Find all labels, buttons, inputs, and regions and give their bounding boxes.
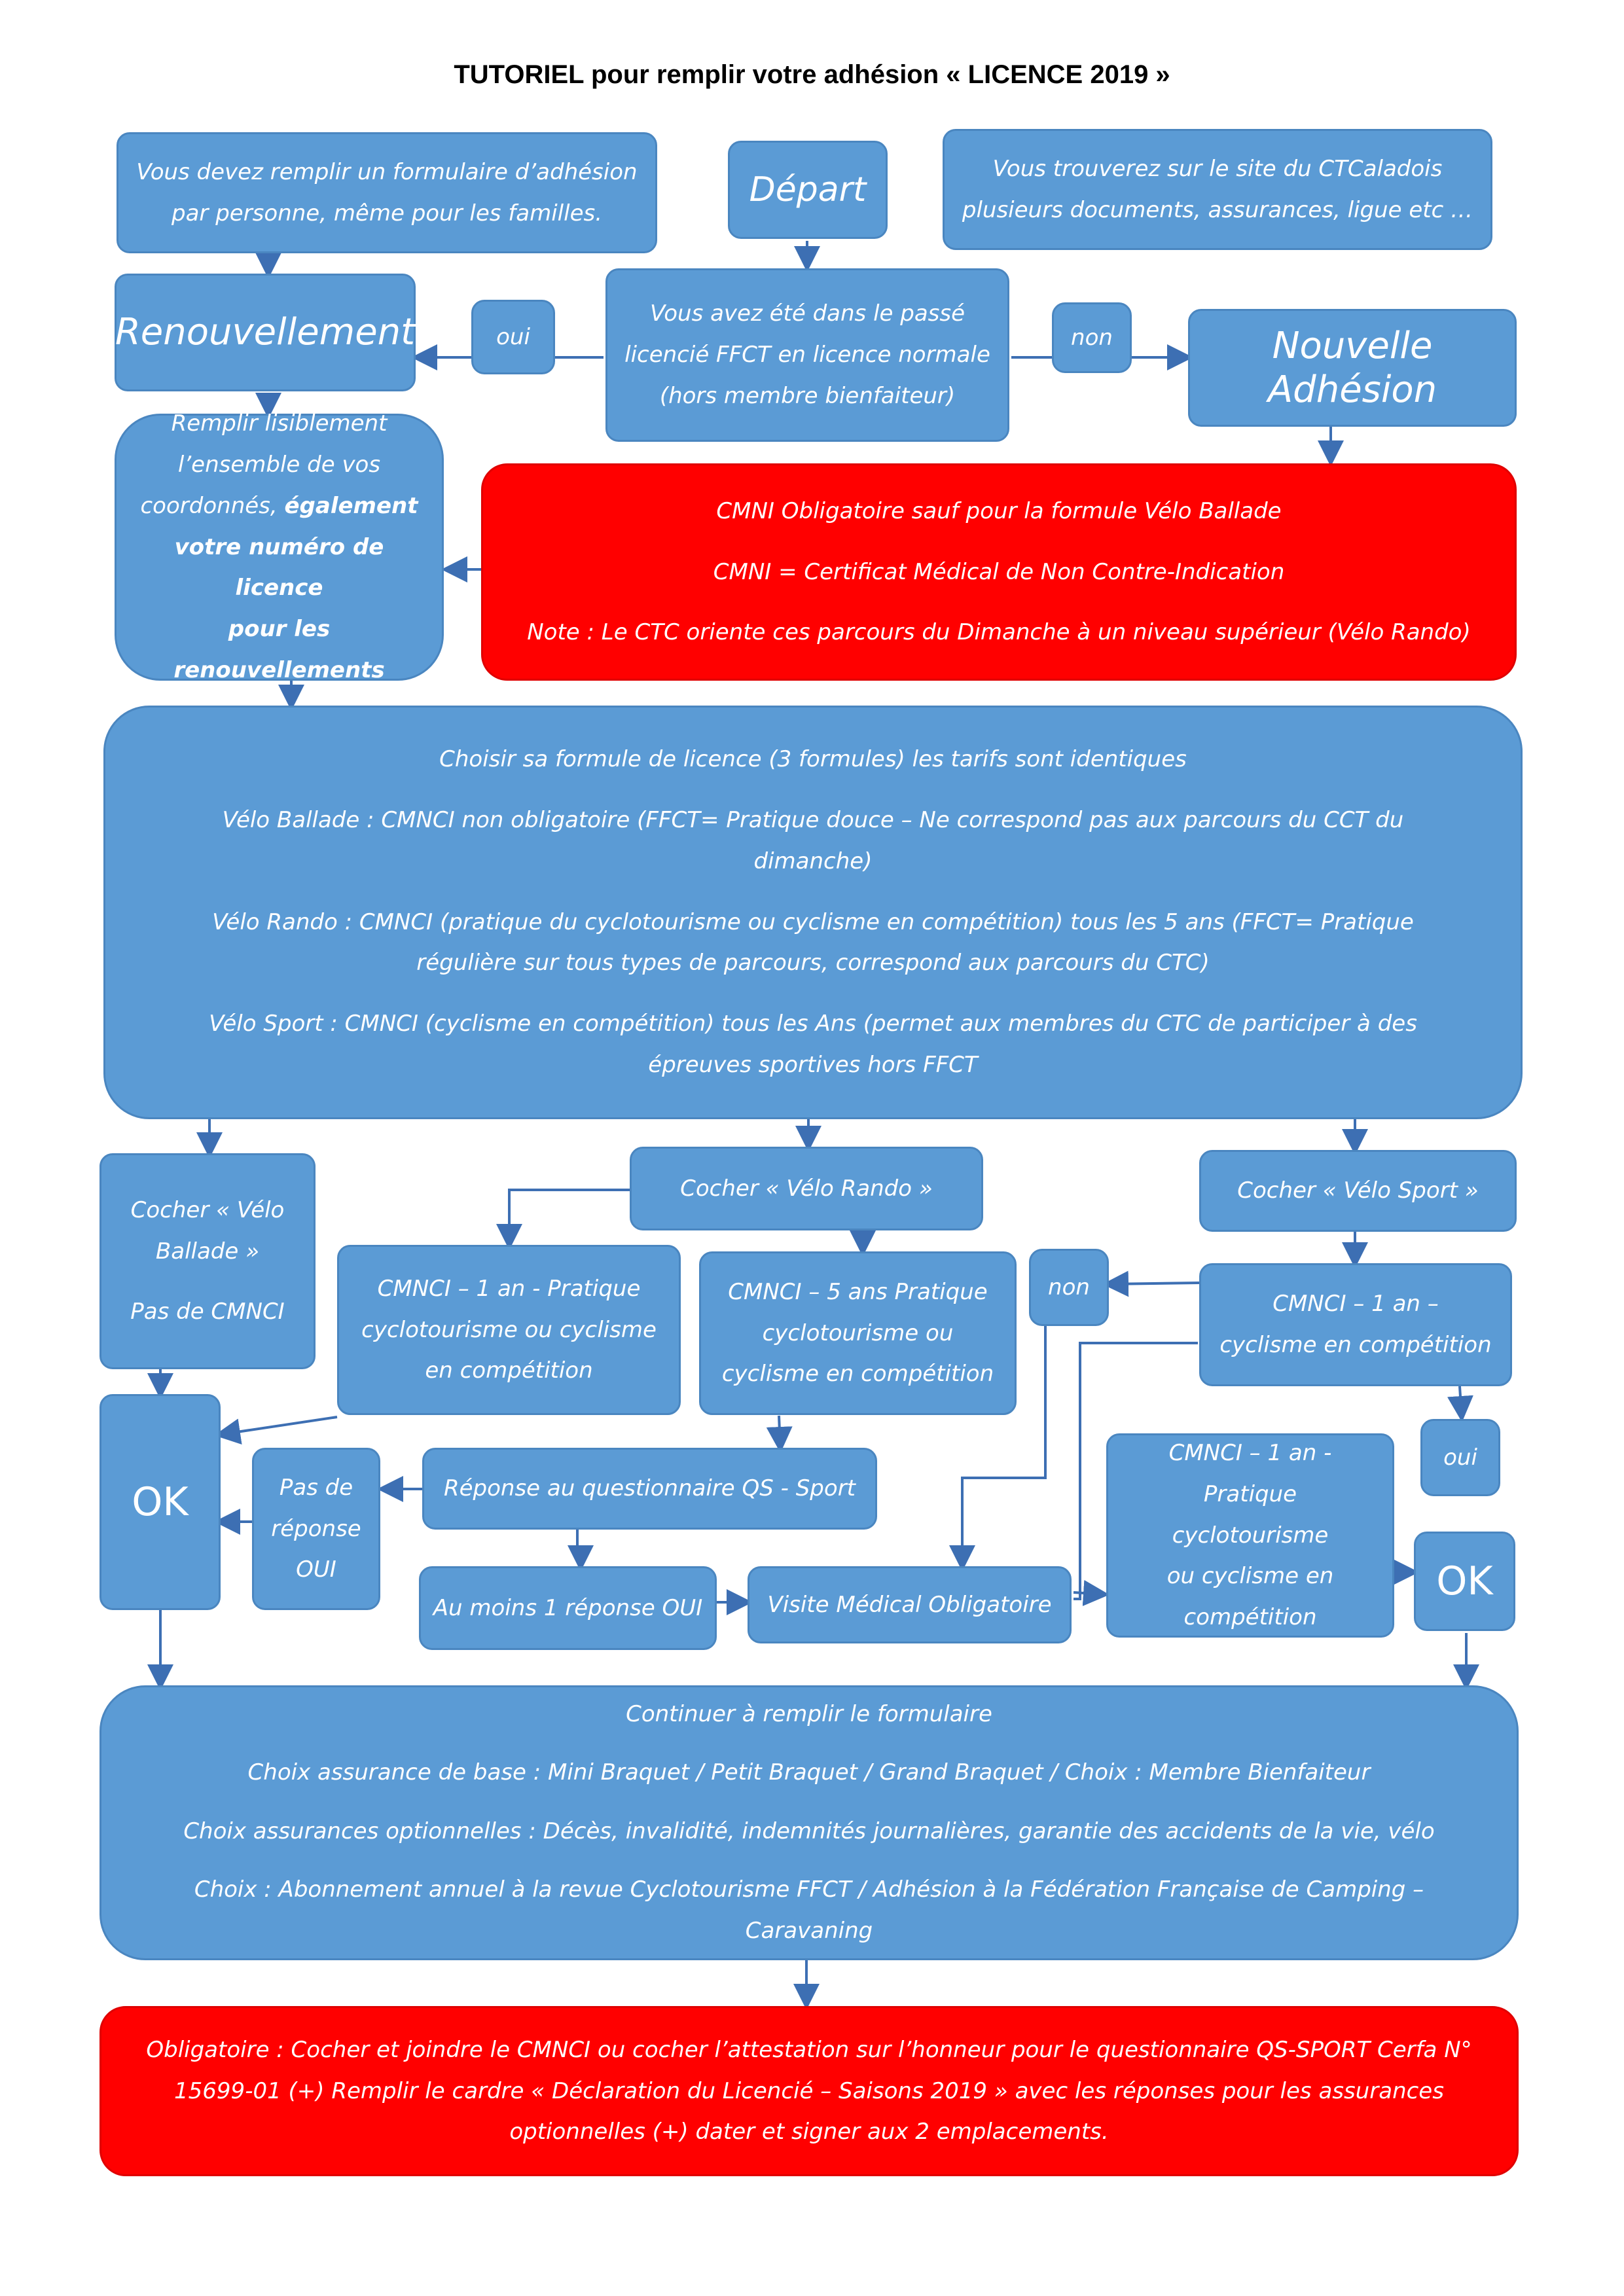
cmnci-1an-rando-box: CMNCI – 1 an - Pratique cyclotourisme ou… — [337, 1245, 681, 1415]
ok-right-label: OK — [1436, 1558, 1493, 1604]
ballade-line-3: Pas de CMNCI — [130, 1299, 285, 1325]
au-moins-box: Au moins 1 réponse OUI — [419, 1566, 717, 1650]
rando-box: Cocher « Vélo Rando » — [630, 1147, 983, 1230]
non-right-label: non — [1071, 324, 1113, 351]
info-right-line-1: Vous trouverez sur le site du CTCaladois — [992, 155, 1443, 182]
cmnci-1an-pratique-line-2: Pratique cyclotourisme — [1172, 1480, 1329, 1549]
obligatoire-box: Obligatoire : Cocher et joindre le CMNCI… — [99, 2006, 1519, 2176]
continuer-line-3: Choix assurances optionnelles : Décès, i… — [183, 1818, 1435, 1844]
formules-line-3: Vélo Rando : CMNCI (pratique du cyclotou… — [212, 908, 1414, 977]
pas-de-reponse-box: Pas de réponse OUI — [252, 1448, 380, 1610]
formules-box: Choisir sa formule de licence (3 formule… — [103, 706, 1523, 1119]
remplir-line-3: coordonnés, également — [140, 486, 418, 527]
remplir-line-3b: également — [284, 492, 418, 519]
nouvelle-adhesion-label: Nouvelle Adhésion — [1267, 324, 1437, 411]
cmnci-1an-rando-line-2: cyclotourisme ou cyclisme — [361, 1316, 657, 1343]
ok-right-box: OK — [1414, 1532, 1515, 1631]
renouvellement-label: Renouvellement — [115, 311, 416, 354]
cmnci-1an-sport-box: CMNCI – 1 an – cyclisme en compétition — [1199, 1263, 1512, 1386]
au-moins-label: Au moins 1 réponse OUI — [433, 1594, 703, 1621]
ok-left-label: OK — [132, 1479, 189, 1525]
qs-sport-label: Réponse au questionnaire QS - Sport — [443, 1475, 856, 1502]
qs-sport-box: Réponse au questionnaire QS - Sport — [422, 1448, 877, 1530]
continuer-line-2: Choix assurance de base : Mini Braquet /… — [247, 1759, 1371, 1786]
formules-line-1: Choisir sa formule de licence (3 formule… — [439, 745, 1187, 772]
question-line-1: Vous avez été dans le passé — [649, 300, 965, 327]
visite-box: Visite Médical Obligatoire — [748, 1566, 1072, 1643]
sport-box: Cocher « Vélo Sport » — [1199, 1150, 1517, 1232]
oui-left-label: oui — [496, 323, 530, 350]
pas-de-reponse-line-3: OUI — [296, 1556, 336, 1583]
obligatoire-line-3: optionnelles (+) dater et signer aux 2 e… — [509, 2119, 1109, 2145]
remplir-box: Remplir lisiblement l’ensemble de vos co… — [115, 410, 444, 683]
ballade-box: Cocher « Vélo Ballade » Pas de CMNCI — [99, 1153, 316, 1369]
non-sport-box: non — [1029, 1249, 1109, 1326]
info-left-box: Vous devez remplir un formulaire d’adhés… — [117, 132, 657, 253]
continuer-line-1: Continuer à remplir le formulaire — [626, 1701, 992, 1727]
non-sport-label: non — [1048, 1274, 1090, 1300]
question-line-2: licencié FFCT en licence normale — [624, 342, 990, 368]
cmni-box: CMNI Obligatoire sauf pour la formule Vé… — [481, 463, 1517, 681]
cmnci-1an-pratique-box: CMNCI – 1 an - Pratique cyclotourisme ou… — [1106, 1433, 1394, 1638]
visite-label: Visite Médical Obligatoire — [767, 1591, 1052, 1618]
pas-de-reponse-line-2: réponse — [271, 1515, 361, 1542]
remplir-line-1: Remplir lisiblement — [171, 410, 388, 437]
ballade-line-2: Ballade » — [155, 1238, 260, 1265]
ok-left-box: OK — [99, 1394, 221, 1610]
continuer-box: Continuer à remplir le formulaire Choix … — [99, 1685, 1519, 1960]
cmnci-5ans-line-3: cyclisme en compétition — [721, 1361, 994, 1388]
cmnci-1an-sport-line-2: cyclisme en compétition — [1219, 1332, 1492, 1358]
ballade-line-1: Cocher « Vélo — [130, 1196, 285, 1223]
remplir-line-2: l’ensemble de vos — [177, 451, 381, 478]
formules-line-2: Vélo Ballade : CMNCI non obligatoire (FF… — [222, 806, 1404, 874]
cmnci-1an-sport-line-1: CMNCI – 1 an – — [1272, 1291, 1439, 1318]
sport-label: Cocher « Vélo Sport » — [1237, 1177, 1479, 1204]
cmnci-1an-pratique-line-4: compétition — [1183, 1604, 1317, 1631]
continuer-line-4: Choix : Abonnement annuel à la revue Cyc… — [194, 1876, 1424, 1945]
cmnci-1an-pratique-line-1: CMNCI – 1 an - — [1168, 1439, 1332, 1466]
nouvelle-adhesion-box: Nouvelle Adhésion — [1188, 309, 1517, 427]
non-right-box: non — [1052, 302, 1132, 373]
cmnci-5ans-box: CMNCI – 5 ans Pratique cyclotourisme ou … — [699, 1251, 1017, 1415]
oui-left-box: oui — [471, 300, 555, 374]
question-box: Vous avez été dans le passé licencié FFC… — [605, 268, 1009, 442]
cmnci-1an-pratique-line-3: ou cyclisme en — [1166, 1563, 1334, 1590]
cmnci-1an-rando-line-1: CMNCI – 1 an - Pratique — [377, 1275, 641, 1302]
cmnci-5ans-line-1: CMNCI – 5 ans Pratique — [728, 1278, 988, 1305]
info-left-line-1: Vous devez remplir un formulaire d’adhés… — [136, 158, 638, 185]
cmnci-1an-rando-line-3: en compétition — [425, 1357, 593, 1384]
rando-label: Cocher « Vélo Rando » — [680, 1175, 933, 1202]
obligatoire-line-2: 15699-01 (+) Remplir le cardre « Déclara… — [174, 2077, 1444, 2104]
info-left-line-2: par personne, même pour les familles. — [171, 200, 603, 226]
pas-de-reponse-line-1: Pas de — [279, 1474, 353, 1501]
question-line-3: (hors membre bienfaiteur) — [659, 382, 956, 409]
info-right-box: Vous trouverez sur le site du CTCaladois… — [943, 129, 1492, 250]
remplir-line-3a: coordonnés, — [140, 492, 278, 519]
formules-line-4: Vélo Sport : CMNCI (cyclisme en compétit… — [209, 1011, 1417, 1079]
obligatoire-line-1: Obligatoire : Cocher et joindre le CMNCI… — [146, 2036, 1472, 2063]
cmni-line-2: CMNI = Certificat Médical de Non Contre-… — [713, 558, 1285, 585]
renouvellement-box: Renouvellement — [115, 274, 416, 391]
cmnci-5ans-line-2: cyclotourisme ou — [762, 1319, 954, 1346]
oui-sport-label: oui — [1443, 1444, 1477, 1471]
remplir-line-4: votre numéro de licence — [174, 533, 384, 601]
depart-box: Départ — [728, 141, 888, 239]
remplir-line-5: pour les renouvellements — [173, 616, 385, 684]
info-right-line-2: plusieurs documents, assurances, ligue e… — [962, 196, 1473, 223]
depart-label: Départ — [749, 170, 867, 209]
page-title: TUTORIEL pour remplir votre adhésion « L… — [454, 60, 1170, 89]
oui-sport-box: oui — [1420, 1419, 1500, 1496]
cmni-line-1: CMNI Obligatoire sauf pour la formule Vé… — [716, 497, 1282, 524]
cmni-line-3: Note : Le CTC oriente ces parcours du Di… — [527, 619, 1471, 646]
